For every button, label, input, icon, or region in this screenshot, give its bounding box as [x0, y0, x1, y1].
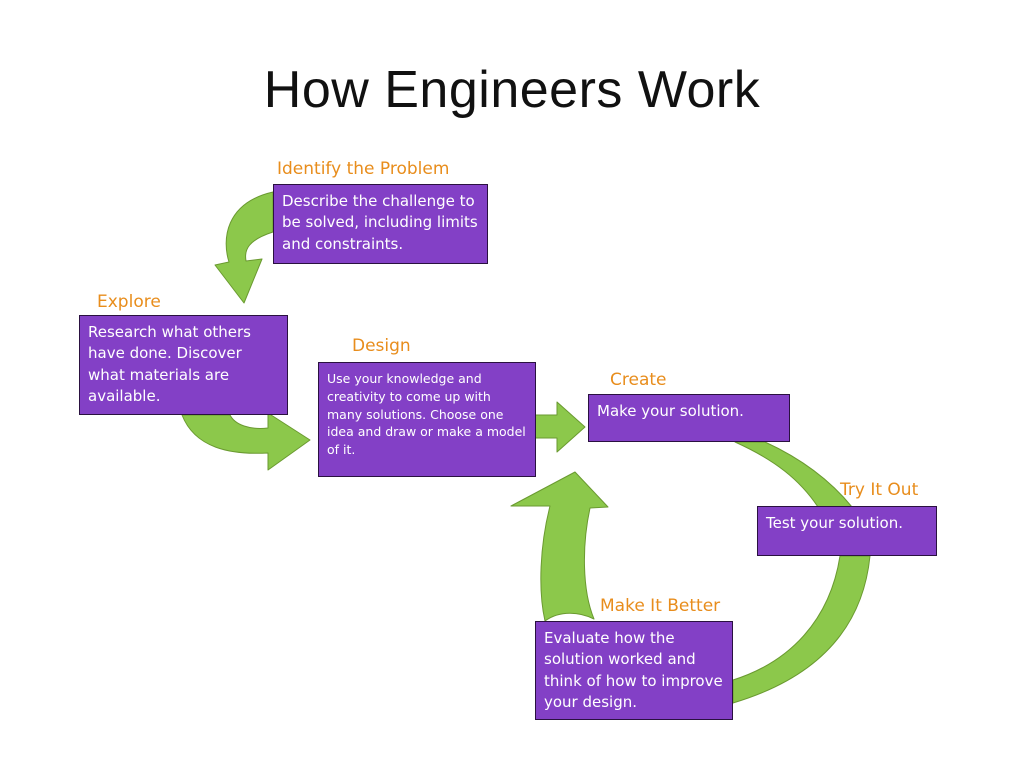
step-box-create: Make your solution. [588, 394, 790, 442]
step-box-explore: Research what others have done. Discover… [79, 315, 288, 415]
step-box-try: Test your solution. [757, 506, 937, 556]
slide-title: How Engineers Work [263, 61, 761, 119]
step-title-better: Make It Better [600, 596, 721, 616]
step-title-try: Try It Out [840, 480, 919, 500]
step-box-identify: Describe the challenge to be solved, inc… [273, 184, 488, 264]
step-title-design: Design [352, 336, 411, 356]
arrow-explore-to-design [181, 412, 311, 471]
step-box-better: Evaluate how the solution worked and thi… [535, 621, 733, 720]
step-title-create: Create [610, 370, 667, 390]
arrow-design-to-create [534, 401, 586, 453]
step-box-design: Use your knowledge and creativity to com… [318, 362, 536, 477]
step-title-identify: Identify the Problem [277, 159, 450, 179]
step-title-explore: Explore [97, 292, 161, 312]
arrow-identify-to-explore [214, 191, 274, 304]
arrow-try-to-better [732, 555, 871, 704]
arrow-create-to-try [734, 441, 853, 508]
arrow-better-to-design [510, 471, 609, 622]
